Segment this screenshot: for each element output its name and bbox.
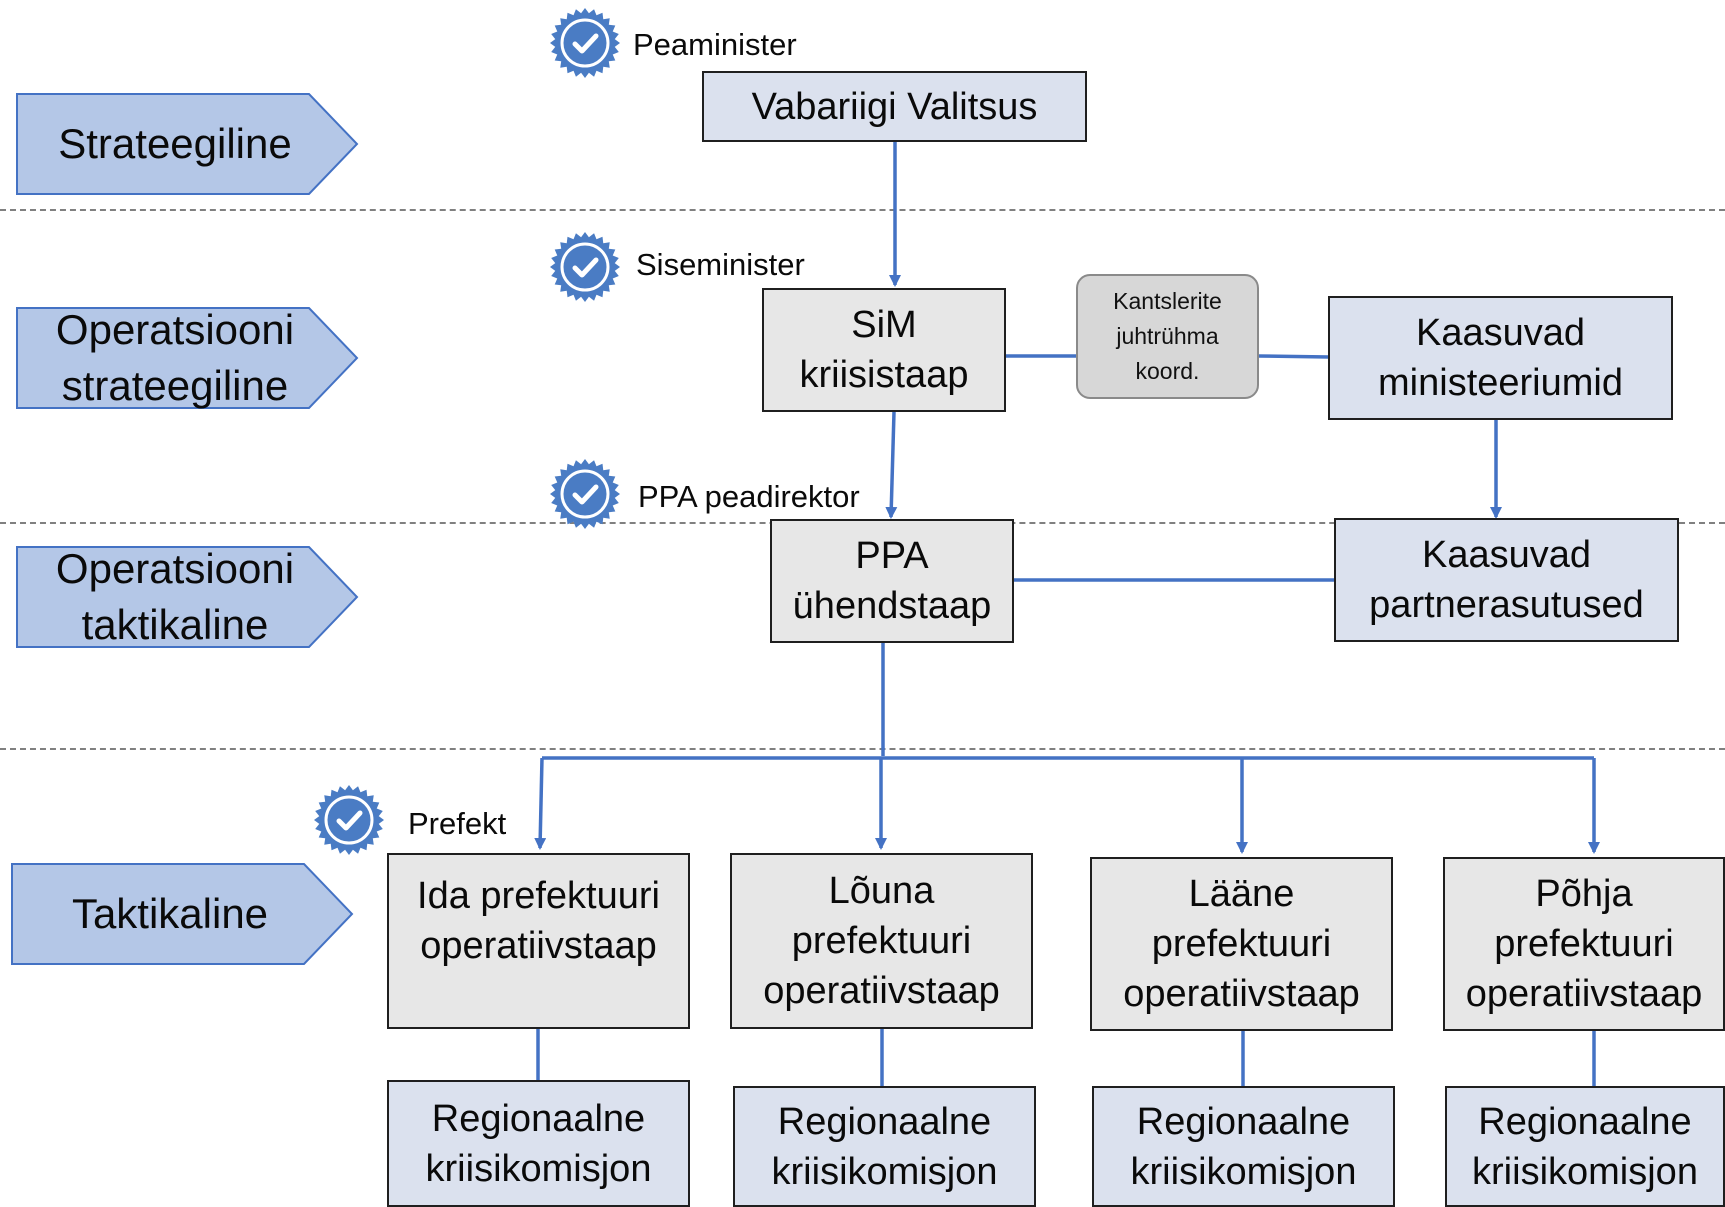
level-label: Operatsiooni strateegiline bbox=[55, 306, 295, 409]
verified-badge-icon bbox=[550, 232, 620, 302]
connector-coord-ministries bbox=[1257, 354, 1330, 359]
node-ppa-joint-staff: PPA ühendstaap bbox=[770, 519, 1014, 643]
connector-sim-ppa bbox=[885, 411, 898, 519]
node-pohja-prefecture-staff: Põhja prefektuuri operatiivstaap bbox=[1443, 857, 1725, 1031]
pentagon-arrow-shape bbox=[16, 546, 359, 648]
level-label: Operatsiooni taktikaline bbox=[55, 545, 295, 648]
level-label: Strateegiline bbox=[58, 120, 292, 167]
level-operational-strategic: Operatsiooni strateegiline bbox=[15, 306, 361, 410]
level-tactical: Taktikaline bbox=[10, 862, 356, 966]
verified-badge-icon bbox=[550, 8, 620, 78]
pentagon-arrow-shape bbox=[11, 863, 354, 965]
role-label-prefect: Prefekt bbox=[408, 806, 507, 841]
level-label: Taktikaline bbox=[71, 890, 269, 937]
node-laane-regional-commission: Regionaalne kriisikomisjon bbox=[1092, 1086, 1395, 1207]
role-label-ppa-director: PPA peadirektor bbox=[638, 479, 860, 514]
verified-badge-icon bbox=[550, 459, 620, 529]
node-louna-prefecture-staff: Lõuna prefektuuri operatiivstaap bbox=[730, 853, 1033, 1029]
node-sim-crisis-staff: SiM kriisistaap bbox=[762, 288, 1006, 412]
node-pohja-regional-commission: Regionaalne kriisikomisjon bbox=[1445, 1086, 1725, 1207]
level-strategic: Strateegiline bbox=[15, 92, 361, 196]
pentagon-arrow-shape bbox=[16, 307, 359, 409]
level-operational-tactical: Operatsiooni taktikaline bbox=[15, 545, 361, 649]
node-chancellors-coordination: Kantslerite juhtrühma koord. bbox=[1076, 274, 1259, 399]
node-government: Vabariigi Valitsus bbox=[702, 71, 1087, 142]
node-ida-regional-commission: Regionaalne kriisikomisjon bbox=[387, 1080, 690, 1207]
node-louna-regional-commission: Regionaalne kriisikomisjon bbox=[733, 1086, 1036, 1207]
connector-to-ida bbox=[534, 757, 547, 850]
node-involved-partners: Kaasuvad partnerasutused bbox=[1334, 518, 1679, 642]
pentagon-arrow-shape bbox=[16, 93, 359, 195]
node-involved-ministries: Kaasuvad ministeeriumid bbox=[1328, 296, 1673, 420]
role-label-interior-minister: Siseminister bbox=[636, 247, 805, 282]
level-separator bbox=[0, 209, 1725, 211]
verified-badge-icon bbox=[314, 785, 384, 855]
level-separator bbox=[0, 748, 1725, 750]
node-laane-prefecture-staff: Lääne prefektuuri operatiivstaap bbox=[1090, 857, 1393, 1031]
node-ida-prefecture-staff: Ida prefektuuri operatiivstaap bbox=[387, 853, 690, 1029]
role-label-prime-minister: Peaminister bbox=[633, 27, 797, 62]
